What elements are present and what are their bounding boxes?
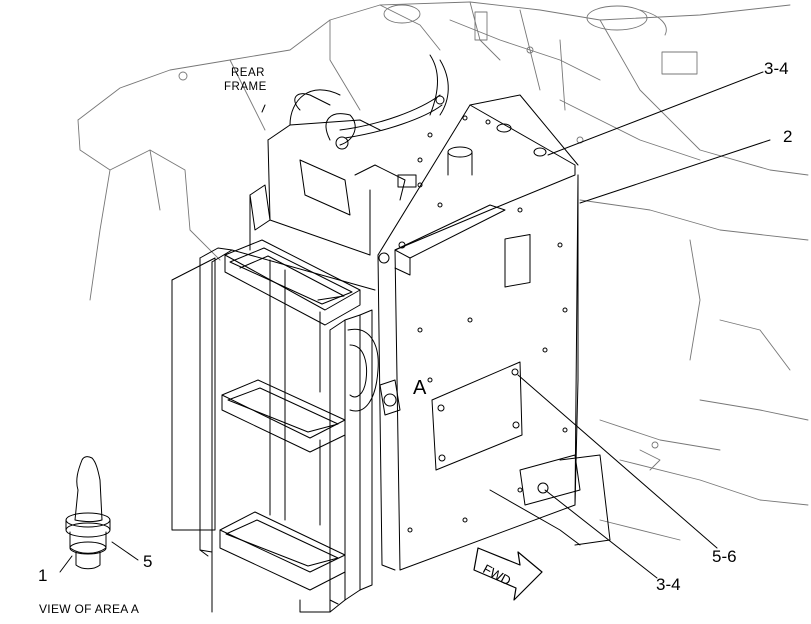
bolt-detail-view	[65, 456, 111, 570]
top-housing	[267, 54, 449, 256]
view-of-area-caption: VIEW OF AREA A	[39, 602, 140, 616]
forward-arrow	[473, 547, 543, 601]
rear-frame-outline	[77, 1, 809, 541]
callout-3-4-bottom: 3-4	[656, 575, 681, 594]
leader-lines	[59, 71, 771, 579]
ladder-step-assembly	[199, 239, 401, 613]
callout-5: 5	[143, 552, 153, 571]
battery-box-enclosure	[377, 94, 611, 571]
rear-frame-label-line1: REAR	[231, 67, 265, 79]
callout-5-6: 5-6	[712, 547, 737, 566]
callout-1: 1	[38, 566, 48, 585]
callout-3-4-top: 3-4	[764, 59, 789, 78]
callout-area-a: A	[413, 377, 427, 399]
rear-frame-label-line2: FRAME	[224, 81, 267, 93]
back-panel	[171, 184, 271, 531]
callout-2: 2	[783, 127, 793, 146]
